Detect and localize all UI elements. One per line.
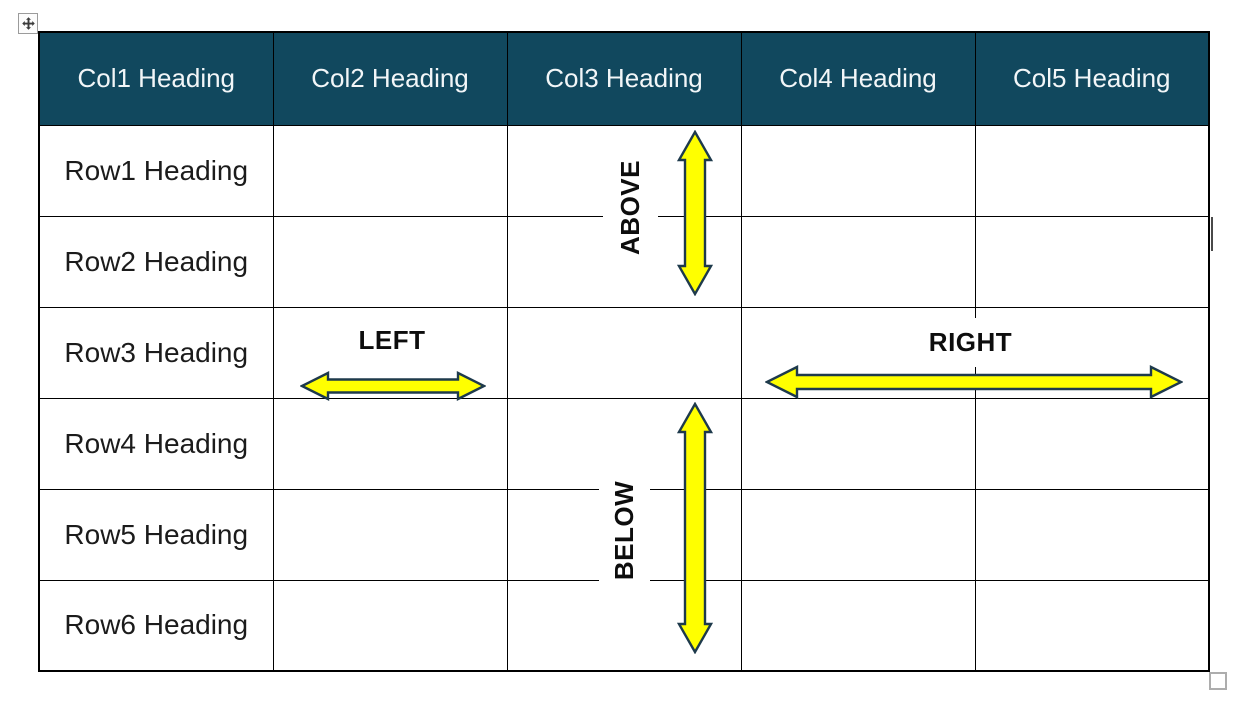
table-cell[interactable] bbox=[272, 488, 508, 581]
above-label-text: ABOVE bbox=[615, 159, 645, 255]
column-header-col4[interactable]: Col4 Heading bbox=[740, 31, 976, 126]
table-cell[interactable] bbox=[272, 124, 508, 217]
table-cell[interactable] bbox=[272, 215, 508, 308]
column-header-col3[interactable]: Col3 Heading bbox=[506, 31, 742, 126]
right-label-text: RIGHT bbox=[928, 327, 1013, 357]
row-heading-text: Row4 Heading bbox=[64, 427, 249, 459]
row-header-cell[interactable]: Row1 Heading bbox=[38, 124, 274, 217]
table-cell[interactable] bbox=[974, 579, 1210, 672]
table-row: Row6 Heading bbox=[38, 579, 1210, 672]
row-header-cell[interactable]: Row5 Heading bbox=[38, 488, 274, 581]
above-arrow-icon[interactable] bbox=[677, 130, 713, 296]
table-resize-handle[interactable] bbox=[1209, 672, 1227, 690]
row-heading-text: Row6 Heading bbox=[64, 609, 249, 641]
left-arrow-icon[interactable] bbox=[300, 371, 486, 401]
table-cell[interactable] bbox=[974, 488, 1210, 581]
table-row: Row5 Heading bbox=[38, 488, 1210, 581]
table-cell[interactable] bbox=[974, 397, 1210, 490]
table-cell[interactable] bbox=[740, 397, 976, 490]
column-header-text: Col3 Heading bbox=[545, 63, 703, 94]
row-header-cell[interactable]: Row3 Heading bbox=[38, 306, 274, 399]
table-row: Row2 Heading bbox=[38, 215, 1210, 308]
row-heading-text: Row1 Heading bbox=[64, 154, 249, 186]
table-move-handle[interactable] bbox=[18, 13, 38, 34]
row-heading-text: Row2 Heading bbox=[64, 245, 249, 277]
column-header-text: Col1 Heading bbox=[77, 63, 236, 94]
table-cell[interactable] bbox=[974, 124, 1210, 217]
row-header-cell[interactable]: Row6 Heading bbox=[38, 579, 274, 672]
row-heading-text: Row3 Heading bbox=[64, 336, 249, 368]
column-header-col1[interactable]: Col1 Heading bbox=[38, 31, 274, 126]
header-row: Col1 Heading Col2 Heading Col3 Heading C… bbox=[38, 31, 1210, 126]
below-label-box[interactable]: BELOW bbox=[599, 458, 650, 603]
row-header-cell[interactable]: Row4 Heading bbox=[38, 397, 274, 490]
below-arrow-icon[interactable] bbox=[677, 402, 713, 654]
move-icon bbox=[21, 17, 35, 30]
column-header-text: Col4 Heading bbox=[779, 63, 937, 94]
above-label-box[interactable]: ABOVE bbox=[603, 136, 658, 278]
row-heading-text: Row5 Heading bbox=[64, 518, 249, 550]
table-cell[interactable] bbox=[740, 488, 976, 581]
selected-cell[interactable] bbox=[506, 306, 742, 399]
column-header-col5[interactable]: Col5 Heading bbox=[974, 31, 1210, 126]
column-header-text: Col2 Heading bbox=[311, 63, 469, 94]
left-label-text: LEFT bbox=[358, 325, 426, 355]
row-header-cell[interactable]: Row2 Heading bbox=[38, 215, 274, 308]
table-cell[interactable] bbox=[740, 124, 976, 217]
table-cell[interactable] bbox=[740, 215, 976, 308]
below-label-text: BELOW bbox=[609, 480, 640, 581]
table-cell[interactable] bbox=[740, 579, 976, 672]
text-caret bbox=[1211, 217, 1213, 251]
right-label-box[interactable]: RIGHT bbox=[858, 318, 1083, 367]
column-header-text: Col5 Heading bbox=[1012, 63, 1171, 94]
table-cell[interactable] bbox=[272, 579, 508, 672]
table-cell[interactable] bbox=[272, 397, 508, 490]
table-cell[interactable] bbox=[974, 215, 1210, 308]
right-arrow-icon[interactable] bbox=[765, 365, 1183, 399]
left-label-box[interactable]: LEFT bbox=[297, 314, 487, 367]
column-header-col2[interactable]: Col2 Heading bbox=[272, 31, 508, 126]
